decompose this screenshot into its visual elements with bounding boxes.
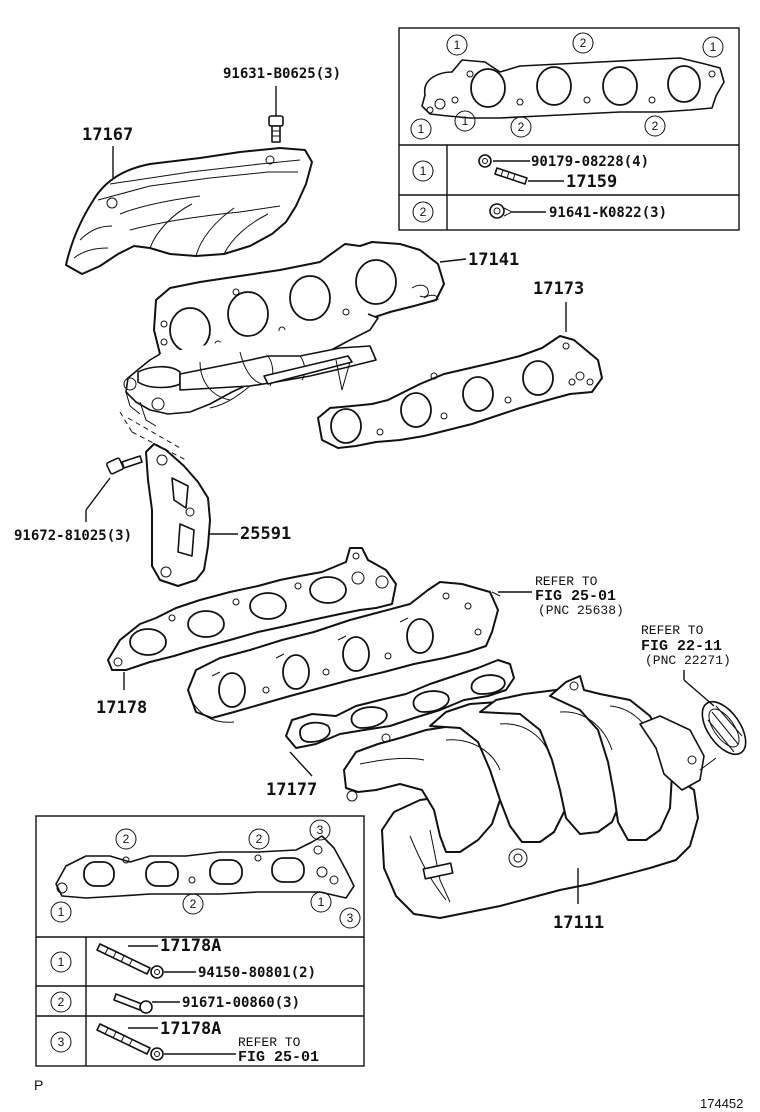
svg-text:1: 1 [454, 38, 461, 52]
svg-text:1: 1 [710, 40, 717, 54]
svg-text:17177: 17177 [266, 780, 317, 800]
svg-text:2: 2 [190, 897, 197, 911]
stud-icon [96, 1023, 151, 1055]
svg-text:17167: 17167 [82, 125, 133, 145]
stud-icon [494, 167, 528, 185]
bottom-legend-row-3: 3 17178A REFER TO FIG 25-01 [50, 1019, 319, 1066]
top-legend-frame [398, 27, 740, 231]
intake-manifold-17111: 17111 REFER TO FIG 22-11 (PNC 22271) [343, 623, 747, 933]
top-legend-marker: 2 [510, 116, 532, 138]
bolt-icon [113, 993, 153, 1014]
top-legend-marker: 2 [572, 32, 594, 54]
top-legend-marker: 2 [644, 115, 666, 137]
svg-text:3: 3 [58, 1035, 65, 1049]
bottom-legend-marker: 2 [115, 828, 137, 850]
top-legend-marker: 1 [702, 36, 724, 58]
svg-text:1: 1 [420, 164, 427, 178]
bottom-legend-gasket-drawing [55, 835, 355, 899]
top-legend-row-2: 2 91641-K0822(3) [412, 201, 667, 223]
svg-text:17173: 17173 [533, 279, 584, 299]
svg-text:91641-K0822(3): 91641-K0822(3) [549, 205, 667, 221]
svg-text:FIG 25-01: FIG 25-01 [535, 588, 616, 605]
nut-icon [478, 154, 492, 168]
svg-text:2: 2 [518, 120, 525, 134]
bolt-91672: 91672-81025(3) [14, 455, 143, 544]
bottom-legend-row-2: 2 91671-00860(3) [50, 991, 300, 1014]
top-legend-row-1: 1 90179-08228(4) 17159 [412, 154, 649, 192]
svg-text:1: 1 [58, 955, 65, 969]
exhaust-gasket-17173: 17173 [317, 279, 603, 449]
svg-text:(PNC 22271): (PNC 22271) [645, 653, 731, 668]
bottom-legend-marker: 1 [50, 901, 72, 923]
svg-text:17159: 17159 [566, 172, 617, 192]
bolt-icon [105, 455, 143, 475]
nut-icon [150, 965, 164, 979]
bottom-legend-marker: 3 [309, 819, 331, 841]
bottom-legend-marker: 1 [310, 891, 332, 913]
svg-text:17178A: 17178A [160, 936, 221, 956]
svg-text:1: 1 [462, 114, 469, 128]
svg-text:REFER TO: REFER TO [238, 1035, 301, 1050]
bottom-legend-marker: 2 [248, 828, 270, 850]
svg-text:91671-00860(3): 91671-00860(3) [182, 995, 300, 1011]
svg-text:17178A: 17178A [160, 1019, 221, 1039]
svg-text:17141: 17141 [468, 250, 519, 270]
svg-text:17111: 17111 [553, 913, 604, 933]
svg-text:2: 2 [256, 832, 263, 846]
heat-insulator-17167: 17167 [65, 125, 313, 275]
svg-text:2: 2 [580, 36, 587, 50]
stay-25591: 25591 [145, 443, 291, 587]
svg-text:25591: 25591 [240, 524, 291, 544]
nut-icon [150, 1047, 164, 1061]
svg-text:3: 3 [317, 823, 324, 837]
svg-text:90179-08228(4): 90179-08228(4) [531, 154, 649, 170]
top-legend-marker: 1 [410, 118, 432, 140]
intake-gasket-17177: 17177 [266, 659, 515, 800]
svg-text:2: 2 [123, 832, 130, 846]
bottom-legend: 2 2 3 1 2 1 3 1 17178A 94150-80801( [35, 815, 365, 1067]
svg-text:1: 1 [58, 905, 65, 919]
intake-gasket-17178: 17178 [96, 547, 397, 718]
bolt-91631: 91631-B0625(3) [223, 66, 341, 143]
svg-text:94150-80801(2): 94150-80801(2) [198, 965, 316, 981]
svg-text:91631-B0625(3): 91631-B0625(3) [223, 66, 341, 82]
top-legend-marker: 1 [454, 110, 476, 132]
svg-text:1: 1 [318, 895, 325, 909]
figure-number: 174452 [700, 1096, 743, 1111]
svg-text:17178: 17178 [96, 698, 147, 718]
svg-text:91672-81025(3): 91672-81025(3) [14, 528, 132, 544]
top-legend-marker: 1 [446, 34, 468, 56]
exhaust-manifold-17141: 17141 [123, 241, 519, 427]
svg-text:1: 1 [418, 122, 425, 136]
svg-text:2: 2 [652, 119, 659, 133]
bottom-legend-marker: 3 [339, 907, 361, 929]
svg-text:2: 2 [420, 205, 427, 219]
intake-flange: REFER TO FIG 25-01 (PNC 25638) [187, 574, 624, 723]
svg-text:(PNC 25638): (PNC 25638) [538, 603, 624, 618]
top-legend: 1 2 2 1 1 1 2 2 1 90179-08228(4) 17159 [398, 27, 740, 231]
svg-text:2: 2 [58, 995, 65, 1009]
svg-text:3: 3 [347, 911, 354, 925]
page-letter: P [34, 1077, 43, 1093]
svg-text:REFER TO: REFER TO [641, 623, 704, 638]
bottom-legend-row-1: 1 17178A 94150-80801(2) [50, 936, 316, 981]
svg-text:FIG 22-11: FIG 22-11 [641, 638, 722, 655]
svg-text:REFER TO: REFER TO [535, 574, 598, 589]
stud-icon [96, 943, 151, 975]
bolt-icon [268, 115, 284, 143]
bottom-legend-marker: 2 [182, 893, 204, 915]
top-legend-gasket-drawing [421, 57, 725, 119]
svg-text:FIG 25-01: FIG 25-01 [238, 1049, 319, 1066]
flange-nut-icon [489, 203, 514, 219]
